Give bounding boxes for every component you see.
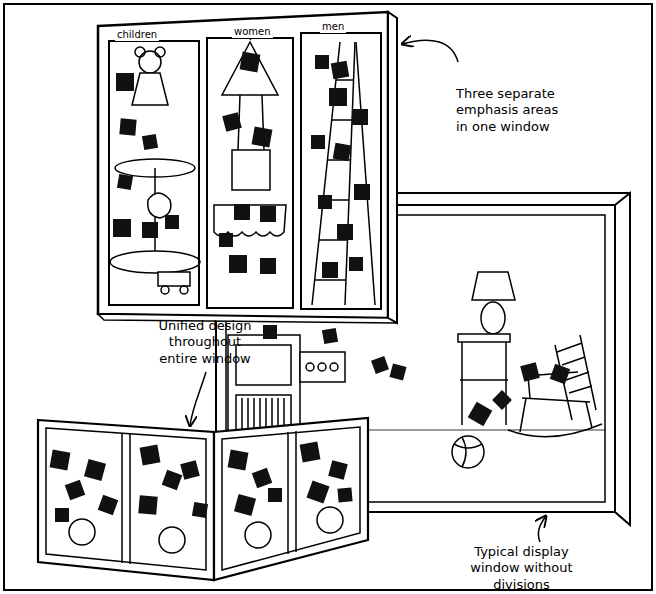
ladder [312,42,375,305]
section-heading: men [320,21,346,33]
merchandise-swatch [192,502,208,518]
merchandise-swatch [333,143,352,162]
window-side [615,193,630,525]
hoop [69,519,95,545]
merchandise-swatch [228,450,249,471]
merchandise-swatch [113,219,131,237]
merchandise-swatch [371,356,389,374]
merchandise-swatch [337,224,353,240]
merchandise-swatch [349,257,363,271]
merchandise-swatch [117,174,133,190]
merchandise-swatch [116,73,134,91]
merchandise-swatch [222,112,242,132]
merchandise-swatch [550,364,571,385]
merchandise-swatch [520,362,540,382]
display-section: men [300,32,382,310]
merchandise-swatch [300,442,321,463]
merchandise-swatch [468,402,493,427]
merchandise-swatch [322,328,338,344]
ball [452,436,484,468]
merchandise-swatch [138,495,158,515]
divider [121,433,123,563]
merchandise-swatch [354,184,370,200]
callout-label: Three separate emphasis areas in one win… [456,86,574,135]
hoop [159,527,185,553]
display-section: children [108,40,200,306]
window-frame [214,418,368,580]
merchandise-swatch [315,55,329,69]
merchandise-swatch [180,460,200,480]
doll [132,47,168,105]
merchandise-swatch [142,222,158,238]
merchandise-swatch [329,88,347,106]
unified-window [38,418,368,580]
divided-window [98,12,397,323]
callout-label: Unified design throughout entire window [150,318,260,367]
window-side [388,12,397,323]
merchandise-swatch [84,459,106,481]
section-heading: children [115,29,159,41]
divider [287,432,289,554]
divider [129,434,131,564]
merchandise-swatch [252,127,273,148]
display-section: women [206,37,294,309]
hoop [245,522,271,548]
merchandise-swatch [165,215,179,229]
tiered-stand [110,159,200,294]
merchandise-swatch [492,390,512,410]
window-frame [98,12,388,318]
merchandise-swatch [140,445,161,466]
merchandise-swatch [65,480,86,501]
callout-label: Typical display window without divisions [464,544,579,593]
merchandise-swatch [389,363,406,380]
leader-arrow [190,372,206,426]
merchandise-swatch [263,325,277,339]
hanger-bag [214,30,286,236]
merchandise-swatch [268,488,282,502]
merchandise-swatch [252,468,273,489]
leader-arrow [402,40,458,62]
rocking-chair [508,335,602,437]
merchandise-swatch [234,204,250,220]
merchandise-swatch [162,470,183,491]
outer-border [4,4,652,590]
merchandise-swatch [306,480,329,503]
merchandise-swatch [229,255,247,273]
merchandise-swatch [240,52,261,73]
merchandise-swatch [318,195,332,209]
lamp-table [458,272,515,425]
merchandise-swatch [260,258,276,274]
merchandise-swatch [328,460,348,480]
merchandise-swatch [119,118,136,135]
leader-arrow [538,516,546,542]
merchandise-swatch [352,109,368,125]
merchandise-swatch [98,495,119,516]
merchandise-swatch [142,134,158,150]
merchandise-swatch [337,487,352,502]
merchandise-swatch [55,508,69,522]
merchandise-swatch [50,450,71,471]
divider [295,431,297,552]
window-frame [38,420,214,580]
hoop [317,507,343,533]
merchandise-swatch [322,262,338,278]
window-glass [46,428,206,570]
merchandise-swatch [219,233,233,247]
section-heading: women [232,26,273,38]
merchandise-swatch [311,135,325,149]
merchandise-swatch [331,61,350,80]
stereo-unit [300,352,345,382]
merchandise-swatch [260,206,276,222]
window-glass [222,427,360,570]
merchandise-swatch [234,494,256,516]
